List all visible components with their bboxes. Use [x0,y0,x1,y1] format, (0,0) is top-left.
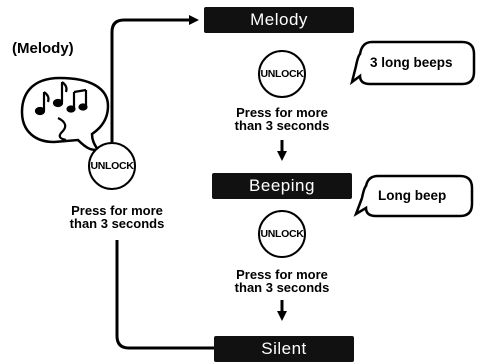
unlock-button[interactable]: UNLOCK [88,142,136,190]
instruction-text: Press for more than 3 seconds [69,203,165,231]
music-notes-icon [34,81,88,142]
callout-bubble [349,40,476,86]
mode-melody: Melody [204,7,354,33]
arrow-right-icon [110,15,199,142]
mode-silent: Silent [214,336,354,362]
return-line [115,240,214,350]
callout-text: 3 long beeps [370,55,453,70]
unlock-button[interactable]: UNLOCK [258,50,306,98]
current-mode-label: (Melody) [12,40,74,57]
melody-bubble [20,76,110,152]
callout-text: Long beep [378,188,447,203]
unlock-button[interactable]: UNLOCK [258,210,306,258]
instruction-text: Press for more than 3 seconds [234,267,330,295]
instruction-text: Press for more than 3 seconds [234,105,330,133]
callout-bubble [353,174,474,218]
mode-beeping: Beeping [212,173,352,199]
